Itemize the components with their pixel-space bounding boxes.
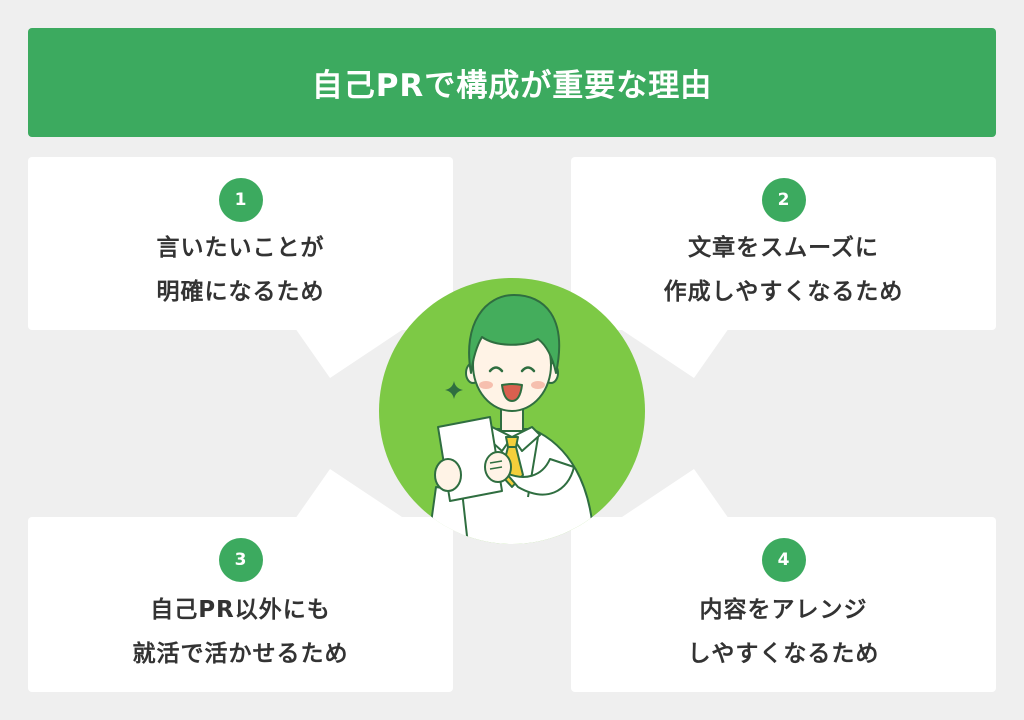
smiling-person-holding-document-icon [379, 278, 645, 544]
reason-card-3: 3 自己PR以外にも 就活で活かせるため [28, 517, 453, 692]
eye-left [488, 366, 504, 373]
sparkle-icon [445, 381, 463, 399]
cheek-right [531, 381, 545, 389]
collar-right [511, 426, 541, 452]
mouth [501, 383, 523, 402]
reason-line: 文章をスムーズに [688, 235, 879, 261]
reason-line: しやすくなるため [687, 641, 880, 667]
reason-text: 言いたいことが 明確になるため [28, 226, 453, 314]
bubble-tail-4 [619, 469, 729, 519]
cheek-left [479, 381, 493, 389]
finger-line [489, 460, 503, 470]
reason-card-4: 4 内容をアレンジ しやすくなるため [571, 517, 996, 692]
reason-card-2: 2 文章をスムーズに 作成しやすくなるため [571, 157, 996, 330]
tie-knot [505, 436, 519, 448]
reason-line: 明確になるため [156, 279, 325, 305]
page-title: 自己PRで構成が重要な理由 [311, 68, 713, 104]
reason-number-badge: 1 [218, 178, 263, 222]
reason-text: 内容をアレンジ しやすくなるため [571, 588, 996, 676]
bubble-tail-2 [619, 328, 729, 378]
reason-line: 就活で活かせるため [132, 641, 349, 667]
eye-right [520, 366, 536, 373]
reason-line: 言いたいことが [156, 235, 325, 261]
sleeve-right [505, 458, 575, 496]
bubble-tail-1 [295, 328, 405, 378]
reason-card-1: 1 言いたいことが 明確になるため [28, 157, 453, 330]
reason-line: 自己PR以外にも [150, 597, 331, 623]
hair [468, 294, 561, 374]
reason-number-badge: 3 [218, 538, 263, 582]
reason-text: 文章をスムーズに 作成しやすくなるため [571, 226, 996, 314]
reason-line: 内容をアレンジ [699, 597, 868, 623]
reason-line: 作成しやすくなるため [663, 279, 904, 305]
hand-left [434, 458, 462, 492]
reason-text: 自己PR以外にも 就活で活かせるため [28, 588, 453, 676]
reason-number-badge: 4 [761, 538, 806, 582]
reason-number-badge: 2 [761, 178, 806, 222]
title-banner: 自己PRで構成が重要な理由 [28, 28, 996, 137]
bubble-tail-3 [295, 469, 405, 519]
